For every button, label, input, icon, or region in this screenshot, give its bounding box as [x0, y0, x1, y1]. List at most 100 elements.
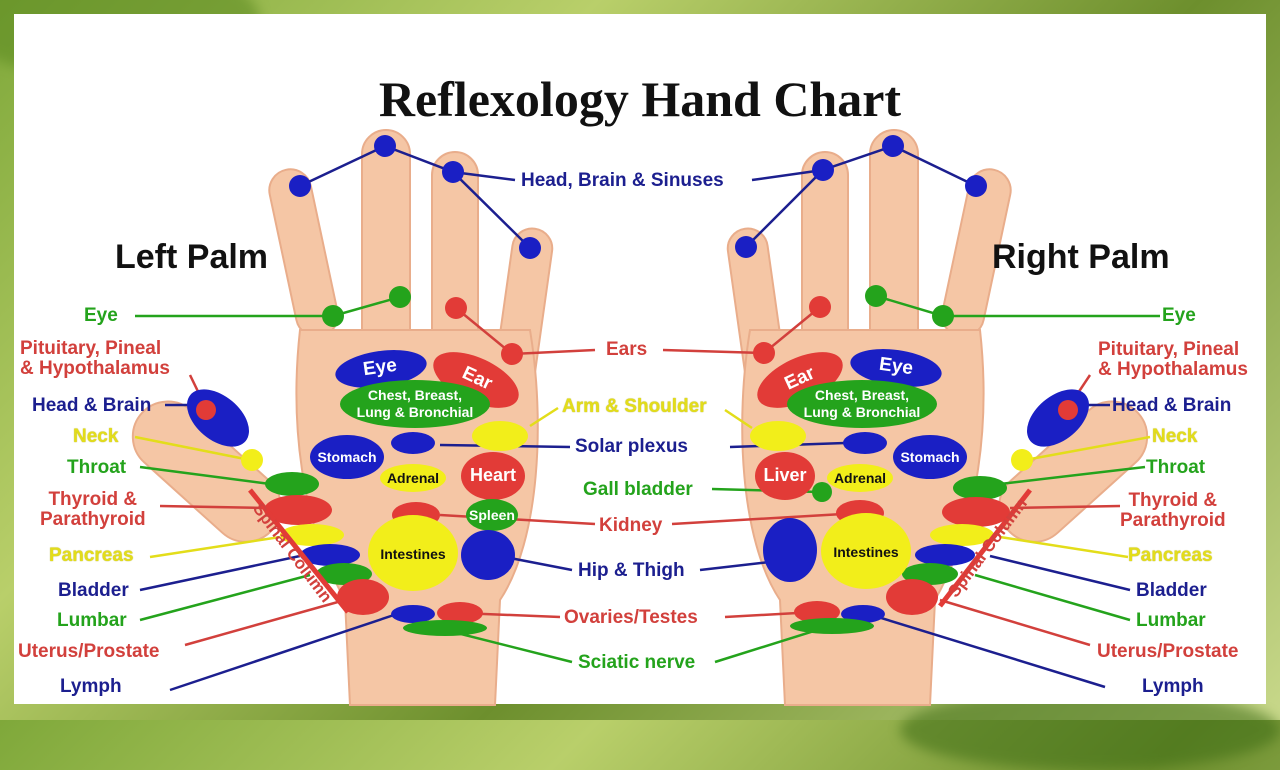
- left-ear-point: [445, 297, 467, 319]
- line-right-arm-shoulder: [724, 408, 753, 430]
- right-pancreas-zone: [930, 524, 994, 546]
- left-throat-zone: [265, 472, 319, 496]
- label-head-brain-sinuses: Head, Brain & Sinuses: [521, 170, 724, 191]
- left-hip-zone: [461, 530, 515, 580]
- label-left-bladder: Bladder: [58, 580, 129, 601]
- right-spinal-column-bar: [938, 488, 1032, 608]
- left-bladder-zone: [300, 544, 360, 566]
- left-sciatic-zone: [403, 620, 487, 636]
- right-sinus-point: [882, 135, 904, 157]
- label-left-head-brain: Head & Brain: [32, 395, 152, 416]
- line-right-lumbar: [974, 573, 1131, 622]
- right-throat-zone: [953, 476, 1007, 500]
- right-hand-zones: [735, 135, 1089, 634]
- right-ear-point: [809, 296, 831, 318]
- left-adrenal-zone: [380, 464, 446, 492]
- left-adrenal-zone-label: Adrenal: [386, 470, 440, 486]
- line-left-sciatic: [444, 628, 573, 664]
- right-ear-point: [753, 342, 775, 364]
- left-spleen-zone-label: Spleen: [469, 507, 515, 523]
- right-ear-zone: [757, 352, 843, 408]
- label-ears: Ears: [606, 339, 648, 360]
- label-left-pancreas: Pancreas: [49, 545, 134, 566]
- line-right-thyroid: [1009, 504, 1121, 510]
- right-sciatic-zone: [790, 618, 874, 634]
- label-right-pituitary: Pituitary, Pineal & Hypothalamus: [1098, 339, 1248, 380]
- line-left-uterus: [184, 598, 346, 647]
- left-ear-point: [501, 343, 523, 365]
- right-sinus-point: [812, 159, 834, 181]
- left-intestines-zone: [368, 515, 458, 591]
- label-right-thyroid: Thyroid & Parathyroid: [1120, 490, 1226, 531]
- right-neck-point: [1011, 449, 1033, 471]
- line-left-throat: [139, 465, 271, 486]
- left-pituitary-point: [196, 400, 216, 420]
- line-left-sinuses: [299, 144, 531, 249]
- line-left-thyroid: [159, 504, 266, 510]
- chart-card: [14, 14, 1266, 704]
- label-right-head-brain: Head & Brain: [1112, 395, 1232, 416]
- label-right-lymph: Lymph: [1142, 676, 1204, 697]
- line-left-hip: [509, 556, 573, 572]
- line-left-kidney: [439, 513, 596, 526]
- label-left-throat: Throat: [67, 457, 127, 478]
- right-intestines-zone-label: Intestines: [833, 544, 899, 560]
- right-hand-ring: [869, 129, 919, 361]
- line-left-lymph: [169, 611, 401, 692]
- line-left-eye: [135, 295, 401, 318]
- line-right-throat: [999, 465, 1146, 486]
- label-left-lymph: Lymph: [60, 676, 122, 697]
- reflexology-diagram: [131, 129, 1160, 706]
- line-left-pancreas: [149, 535, 281, 559]
- right-eye-point: [865, 285, 887, 307]
- left-lymph-zone: [391, 605, 435, 623]
- left-eye-zone: [335, 350, 427, 388]
- line-left-neck: [134, 435, 251, 462]
- label-right-neck: Neck: [1152, 426, 1198, 447]
- label-gall-bladder: Gall bladder: [583, 479, 693, 500]
- right-eye-point: [932, 305, 954, 327]
- left-hand-zones: [187, 135, 541, 636]
- left-sinus-point: [442, 161, 464, 183]
- right-sinus-point: [735, 236, 757, 258]
- right-liver-zone: [755, 452, 815, 500]
- left-eye-point: [389, 286, 411, 308]
- left-intestines-zone-label: Intestines: [380, 546, 446, 562]
- line-right-lymph: [864, 611, 1106, 689]
- label-left-uterus-prostate: Uterus/Prostate: [18, 641, 160, 662]
- label-right-uterus-prostate: Uterus/Prostate: [1097, 641, 1239, 662]
- line-right-pancreas: [999, 535, 1129, 559]
- label-hip-thigh: Hip & Thigh: [578, 560, 685, 581]
- line-left-bladder: [139, 554, 301, 592]
- right-liver-zone-label: Liver: [763, 465, 807, 485]
- right-hip-zone: [763, 518, 817, 582]
- chart-title: Reflexology Hand Chart: [378, 71, 902, 127]
- label-right-bladder: Bladder: [1136, 580, 1207, 601]
- left-thyroid-zone: [264, 495, 332, 525]
- right-palm-title: Right Palm: [992, 238, 1170, 276]
- label-arm-shoulder: Arm & Shoulder: [562, 396, 707, 417]
- label-left-lumbar: Lumbar: [57, 610, 127, 631]
- left-heart-zone: [461, 452, 525, 500]
- right-adrenal-zone: [827, 464, 893, 492]
- left-sinus-point: [519, 237, 541, 259]
- left-ear-zone: [433, 352, 519, 408]
- right-chest-zone: [787, 380, 937, 428]
- line-left-lumbar: [139, 573, 311, 622]
- left-chest-zone-label: Chest, Breast, Lung & Bronchial: [356, 387, 474, 420]
- left-stomach-zone-label: Stomach: [317, 449, 377, 465]
- label-right-lumbar: Lumbar: [1136, 610, 1206, 631]
- right-bladder-zone: [915, 544, 975, 566]
- left-stomach-zone: [310, 435, 384, 479]
- label-kidney: Kidney: [599, 515, 663, 536]
- label-left-eye: Eye: [84, 305, 118, 326]
- right-sinus-point: [965, 175, 987, 197]
- right-gall-bladder-point: [812, 482, 832, 502]
- label-ovaries-testes: Ovaries/Testes: [564, 607, 698, 628]
- left-sinus-point: [374, 135, 396, 157]
- left-hand-ring: [361, 129, 411, 361]
- left-neck-point: [241, 449, 263, 471]
- left-sinus-point: [289, 175, 311, 197]
- right-stomach-zone: [893, 435, 967, 479]
- left-spleen-zone: [466, 499, 518, 531]
